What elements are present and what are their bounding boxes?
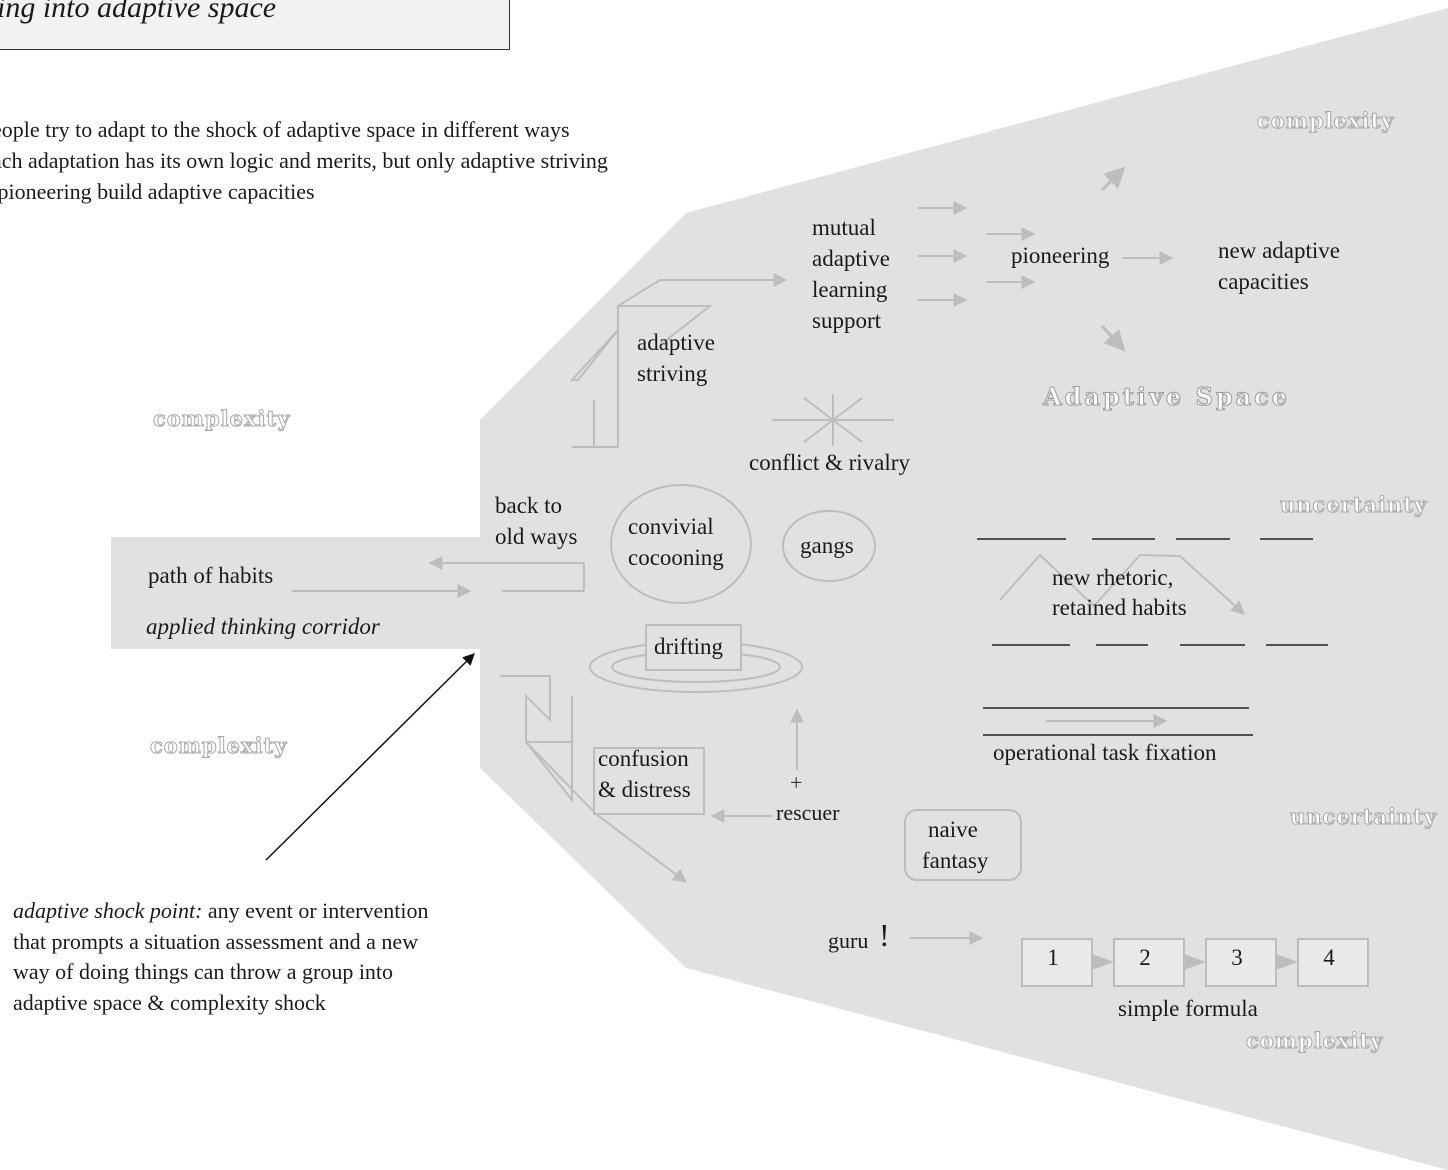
confusion-zigzag <box>500 675 688 883</box>
formula-step: 3 <box>1231 945 1243 970</box>
pioneer-arrow-down <box>1100 324 1126 352</box>
new-capacities-label: new adaptive capacities <box>1218 238 1340 294</box>
title-box: ing into adaptive space <box>0 0 510 50</box>
operational-fixation-label: operational task fixation <box>993 740 1217 765</box>
striving-triangle <box>618 305 713 346</box>
rescuer-label: rescuer <box>776 800 840 825</box>
drifting-label: drifting <box>654 634 723 659</box>
striving-zigzag <box>569 273 788 448</box>
complexity-label: complexity <box>149 733 288 759</box>
complexity-label: complexity <box>1245 1028 1384 1054</box>
guru-label: guru <box>828 928 869 953</box>
naive-fantasy-label: naive fantasy <box>922 817 989 873</box>
rhetoric-zigzag <box>999 553 1246 615</box>
gangs-ellipse <box>782 510 876 582</box>
new-rhetoric-label: new rhetoric, retained habits <box>1052 565 1187 620</box>
adaptive-space-label: Adaptive Space <box>1042 382 1291 412</box>
formula-step: 1 <box>1047 945 1059 970</box>
uncertainty-label: uncertainty <box>1279 492 1428 518</box>
shock-point-label: adaptive shock point: <box>13 898 203 923</box>
conflict-label: conflict & rivalry <box>749 450 910 475</box>
conflict-burst <box>772 394 894 446</box>
formula-step: 2 <box>1139 945 1151 970</box>
confusion-box <box>593 747 705 815</box>
uncertainty-label: uncertainty <box>1289 804 1438 830</box>
intro-text: eople try to adapt to the shock of adapt… <box>0 114 608 207</box>
intro-line-2: ach adaptation has its own logic and mer… <box>0 148 608 173</box>
rescuer-cross-icon: + <box>790 770 803 795</box>
complexity-label: complexity <box>1256 108 1395 134</box>
simple-formula-label: simple formula <box>1118 996 1258 1021</box>
back-to-old-ways-label: back to old ways <box>495 493 578 549</box>
path-of-habits-label: path of habits <box>148 563 274 588</box>
page-title: ing into adaptive space <box>0 0 277 24</box>
corridor-label: applied thinking corridor <box>146 614 380 639</box>
cocooning-ellipse <box>610 484 752 604</box>
complexity-label: complexity <box>152 406 291 432</box>
pioneer-arrow-up <box>1100 166 1126 192</box>
shock-point-text: adaptive shock point: any event or inter… <box>13 898 429 1015</box>
guru-exclamation-icon: ! <box>879 917 890 953</box>
confusion-label: confusion & distress <box>598 746 691 802</box>
drifting-box <box>645 624 742 671</box>
formula-arrows <box>1092 954 1298 970</box>
convivial-cocooning-label: convivial cocooning <box>628 514 724 570</box>
adaptive-space-region <box>480 8 1448 1170</box>
mutual-support-label: mutual adaptive learning support <box>812 215 890 333</box>
intro-line-1: eople try to adapt to the shock of adapt… <box>0 117 570 142</box>
intro-line-3: pioneering build adaptive capacities <box>0 179 315 204</box>
pioneering-label: pioneering <box>1011 243 1110 268</box>
formula-boxes <box>1021 938 1369 987</box>
adaptive-striving-label: adaptive striving <box>637 330 715 386</box>
formula-step: 4 <box>1323 945 1335 970</box>
shock-point-arrow <box>265 653 475 861</box>
thinking-corridor <box>111 537 481 649</box>
rhetoric-lines <box>977 538 1328 646</box>
gangs-label: gangs <box>800 533 854 558</box>
naive-fantasy-box <box>904 809 1022 881</box>
